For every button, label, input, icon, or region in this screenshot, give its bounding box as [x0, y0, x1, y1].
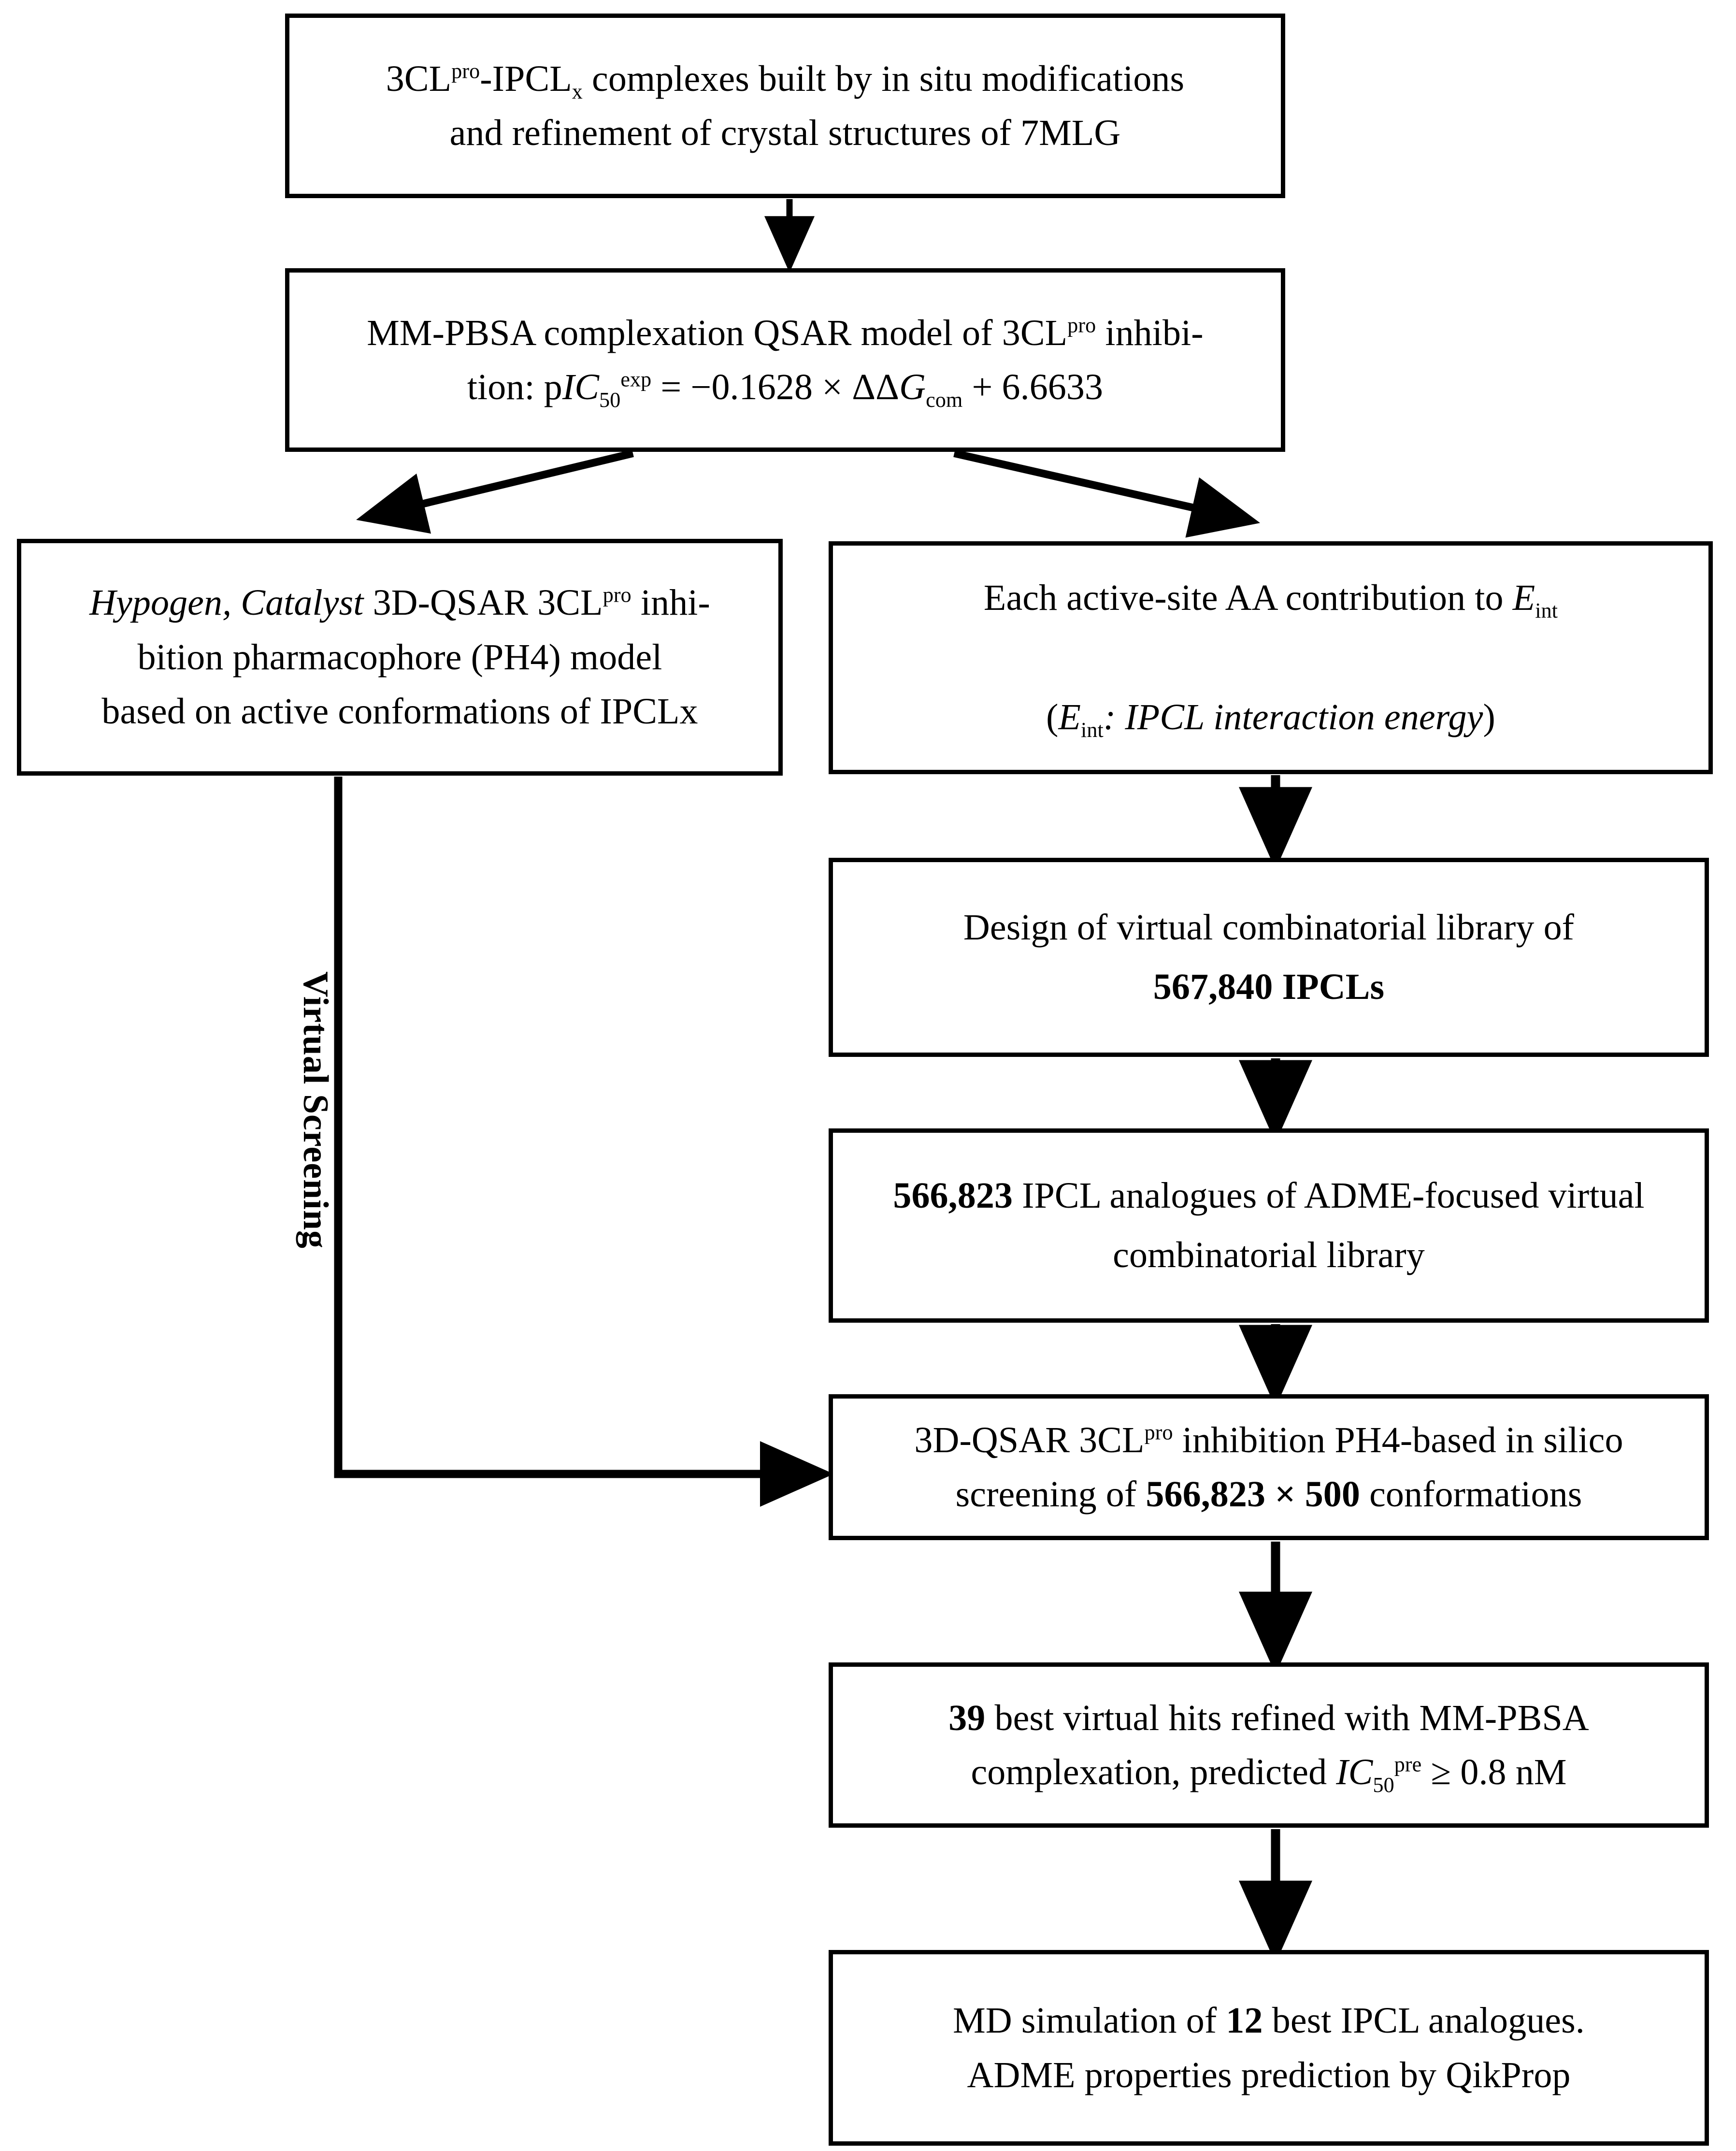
node-best-virtual-hits-refined: 39 best virtual hits refined with MM-PBS… — [829, 1662, 1709, 1828]
edge-label-virtual-screening: Virtual Screening — [296, 971, 335, 1249]
node-complexes-built: 3CLpro-IPCLx complexes built by in situ … — [285, 14, 1285, 198]
edge-ph4-to-screening — [334, 777, 834, 1507]
node-virtual-combinatorial-library-design: Design of virtual combinatorial library … — [829, 858, 1709, 1057]
node-mmpbsa-qsar-model: MM-PBSA complexation QSAR model of 3CLpr… — [285, 268, 1285, 452]
node-md-simulation-adme: MD simulation of 12 best IPCL analogues.… — [829, 1950, 1709, 2146]
node-adme-focused-library-text: 566,823 IPCL analogues of ADME-focused v… — [893, 1175, 1645, 1275]
node-ph4-in-silico-screening: 3D-QSAR 3CLpro inhibition PH4-based in s… — [829, 1394, 1709, 1540]
node-ph4-in-silico-screening-text: 3D-QSAR 3CLpro inhibition PH4-based in s… — [914, 1419, 1623, 1515]
node-best-virtual-hits-refined-text: 39 best virtual hits refined with MM-PBS… — [948, 1697, 1589, 1797]
edge-qsar-to-ph4 — [356, 449, 634, 534]
edge-qsar-to-aa — [953, 449, 1261, 538]
node-ph4-pharmacophore-model: Hypogen, Catalyst 3D-QSAR 3CLpro inhi-bi… — [17, 539, 783, 776]
node-adme-focused-library: 566,823 IPCL analogues of ADME-focused v… — [829, 1128, 1709, 1323]
node-ph4-pharmacophore-model-text: Hypogen, Catalyst 3D-QSAR 3CLpro inhi-bi… — [89, 582, 710, 732]
node-complexes-built-text: 3CLpro-IPCLx complexes built by in situ … — [386, 58, 1185, 153]
node-mmpbsa-qsar-model-text: MM-PBSA complexation QSAR model of 3CLpr… — [367, 312, 1204, 412]
node-active-site-aa-contribution-text: Each active-site AA contribution to Eint… — [983, 577, 1558, 742]
node-virtual-combinatorial-library-design-text: Design of virtual combinatorial library … — [963, 907, 1575, 1007]
node-md-simulation-adme-text: MD simulation of 12 best IPCL analogues.… — [953, 2000, 1585, 2095]
node-active-site-aa-contribution: Each active-site AA contribution to Eint… — [829, 541, 1713, 774]
